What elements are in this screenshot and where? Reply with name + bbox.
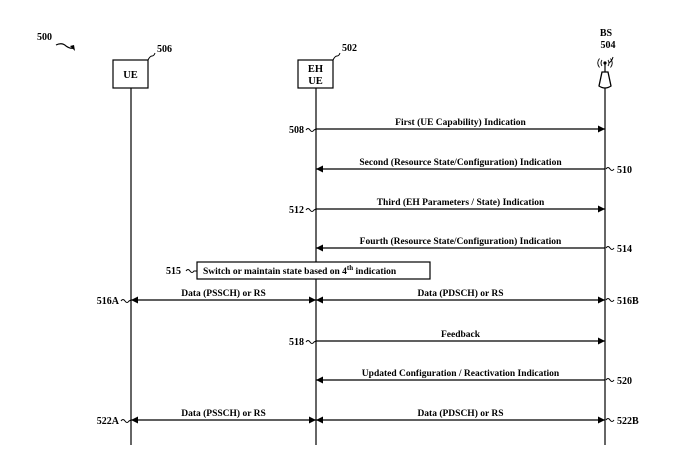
entity-bs: BS 504 — [597, 28, 616, 445]
message-512: Third (EH Parameters / State) Indication… — [289, 197, 605, 216]
message-ref: 518 — [289, 337, 304, 348]
message-ref: 512 — [289, 205, 304, 216]
right-ref-leader — [605, 418, 615, 422]
left-ref-leader — [120, 299, 132, 303]
message-ref-leader — [605, 378, 615, 382]
bs-ref: 504 — [601, 40, 616, 51]
data-exchanges: Data (PSSCH) or RS Data (PDSCH) or RS 516A… — [97, 288, 639, 427]
action-ref: 515 — [166, 266, 181, 277]
antenna-icon — [597, 58, 613, 89]
action-515: 515 Switch or maintain state based on 4t… — [166, 261, 431, 280]
downlink-label: Data (PDSCH) or RS — [417, 288, 503, 299]
message-ref-leader — [305, 128, 317, 132]
data-exchange-522: Data (PSSCH) or RS Data (PDSCH) or RS 522A… — [97, 408, 639, 427]
message-508: First (UE Capability) Indication 508 — [289, 117, 605, 136]
sidelink-label: Data (PSSCH) or RS — [181, 288, 266, 299]
message-label: Feedback — [441, 330, 481, 340]
bs-label: BS — [600, 28, 613, 39]
eh-ue-box — [297, 59, 334, 89]
figure-ref-arrowhead-icon — [70, 45, 75, 51]
eh-ue-label-line1: EH — [308, 64, 323, 75]
ue-label: UE — [123, 70, 138, 81]
eh-ue-ref: 502 — [342, 43, 357, 54]
message-label: Second (Resource State/Configuration) In… — [359, 157, 562, 168]
sidelink-label: Data (PSSCH) or RS — [181, 408, 266, 419]
message-ref-leader — [305, 208, 317, 212]
message-label: Fourth (Resource State/Configuration) In… — [360, 236, 562, 247]
message-label: Third (EH Parameters / State) Indication — [377, 197, 545, 208]
ue-ref: 506 — [157, 44, 172, 55]
downlink-label: Data (PDSCH) or RS — [417, 408, 503, 419]
right-ref: 516B — [617, 296, 639, 307]
ue-box — [112, 59, 149, 89]
message-518: Feedback 518 — [289, 330, 605, 348]
message-510: Second (Resource State/Configuration) In… — [316, 157, 632, 176]
left-ref: 516A — [97, 296, 120, 307]
message-label: First (UE Capability) Indication — [395, 117, 526, 128]
entity-eh-ue: EH UE 502 — [297, 43, 357, 445]
message-label: Updated Configuration / Reactivation Ind… — [362, 369, 560, 379]
message-ref-leader — [305, 340, 317, 344]
figure-ref-arrow-icon — [55, 43, 75, 49]
figure-ref: 500 — [37, 32, 52, 43]
action-text: Switch or maintain state based on 4th in… — [203, 264, 397, 277]
message-ref-leader — [605, 167, 615, 171]
message-ref-leader — [605, 246, 615, 250]
message-ref: 508 — [289, 125, 304, 136]
data-exchange-516: Data (PSSCH) or RS Data (PDSCH) or RS 516A… — [97, 288, 639, 307]
ue-ref-leader — [147, 52, 156, 61]
right-ref: 522B — [617, 416, 639, 427]
action-box — [196, 261, 431, 280]
message-ref: 510 — [617, 165, 632, 176]
eh-ue-ref-leader — [332, 52, 341, 61]
message-ref: 514 — [617, 244, 632, 255]
message-520: Updated Configuration / Reactivation Ind… — [316, 369, 632, 387]
right-ref-leader — [605, 298, 615, 302]
messages: First (UE Capability) Indication 508Secon… — [289, 117, 632, 387]
left-ref-leader — [120, 419, 132, 423]
left-ref: 522A — [97, 416, 120, 427]
entity-ue: UE 506 — [112, 44, 172, 445]
message-514: Fourth (Resource State/Configuration) In… — [316, 236, 632, 255]
message-ref: 520 — [617, 376, 632, 387]
eh-ue-label-line2: UE — [308, 76, 323, 87]
action-ref-leader — [185, 269, 197, 273]
